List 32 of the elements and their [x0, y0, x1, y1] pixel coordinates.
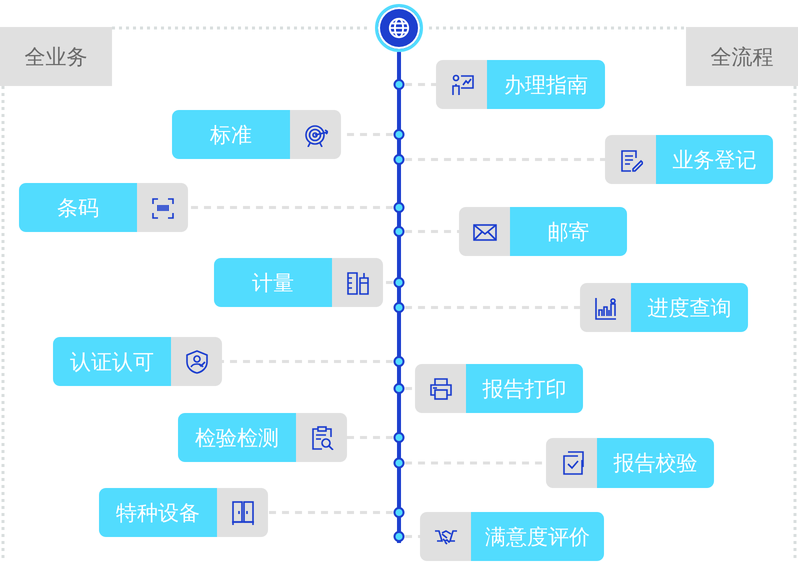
card-label: 报告校验: [614, 450, 698, 477]
card-label: 满意度评价: [485, 524, 590, 550]
tab-label: 全业务: [24, 44, 88, 70]
service-card: [436, 60, 605, 109]
card-label: 标准: [210, 122, 252, 148]
category-tab: [686, 27, 798, 86]
service-card: [546, 438, 714, 488]
card-label: 计量: [252, 270, 294, 296]
card-label: 进度查询: [648, 294, 732, 322]
card-label: 业务登记: [672, 146, 756, 174]
globe-badge: [375, 4, 423, 52]
card-label: 检验检测: [195, 424, 279, 452]
service-card: [420, 512, 604, 561]
service-card: [214, 258, 383, 307]
card-label: 邮寄: [548, 218, 590, 246]
service-card: [99, 488, 268, 537]
service-card: [459, 207, 627, 256]
category-tab: [0, 27, 112, 86]
timeline-line: [393, 52, 405, 543]
service-card: [178, 413, 347, 462]
card-label: 特种设备: [116, 500, 200, 526]
service-card: [580, 283, 748, 332]
tab-label: 全流程: [710, 44, 774, 70]
service-card: [605, 135, 773, 184]
card-label: 条码: [57, 194, 99, 222]
service-card: [53, 337, 222, 386]
service-card: [172, 110, 341, 159]
service-card: [415, 364, 583, 413]
card-label: 办理指南: [504, 72, 588, 98]
card-label: 认证认可: [70, 348, 154, 376]
card-label: 报告打印: [482, 376, 566, 402]
service-card: [19, 183, 188, 232]
